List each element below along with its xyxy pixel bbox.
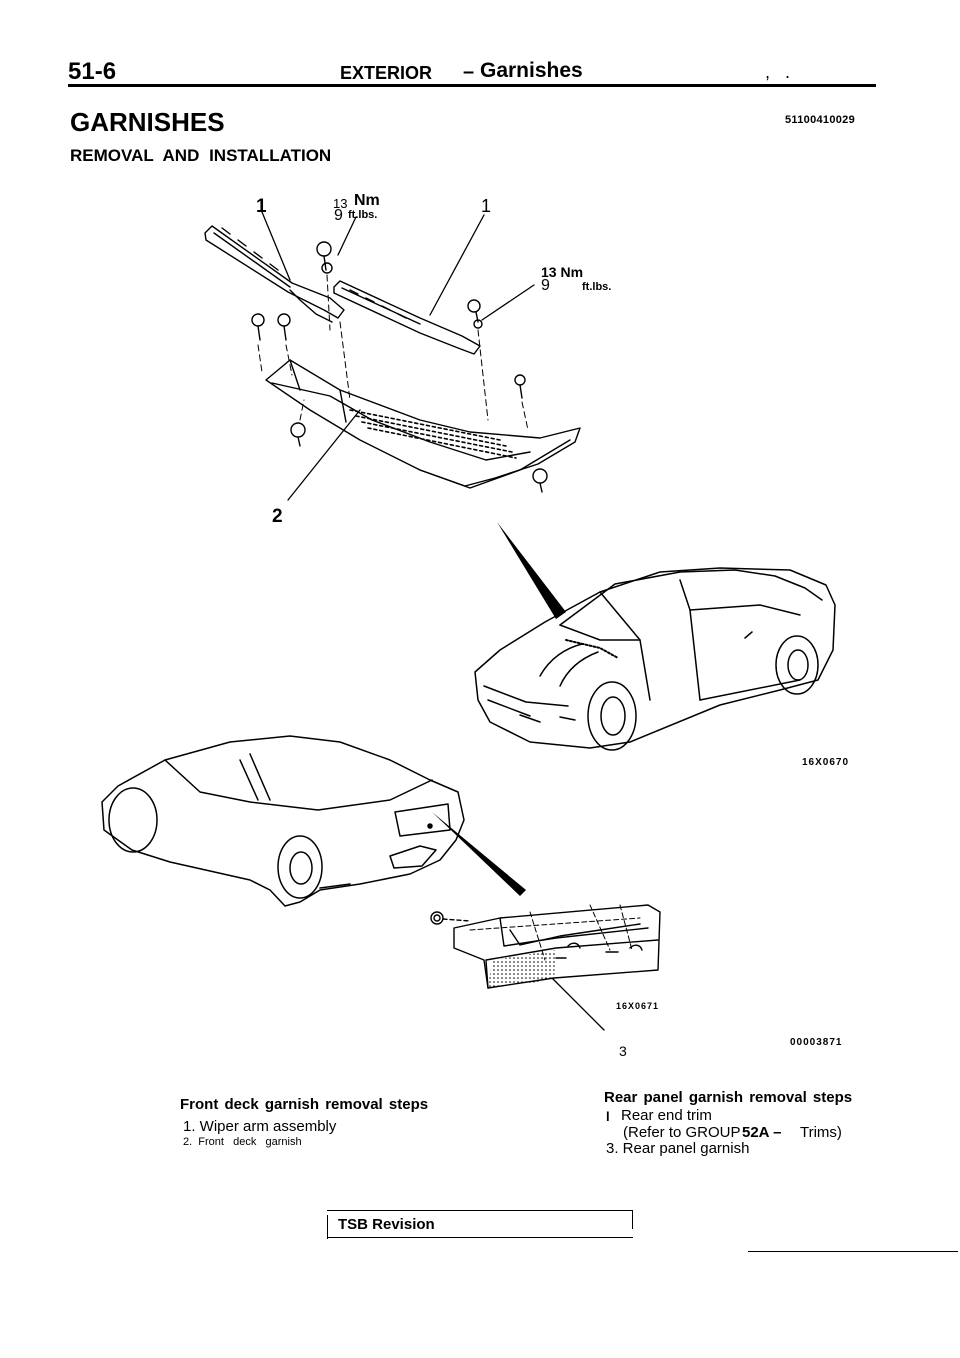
bolts-and-clips: [251, 241, 548, 493]
section-title: EXTERIOR: [340, 63, 433, 83]
front-arrow: [497, 522, 566, 619]
front-deck-garnish: [265, 359, 581, 489]
callout-1-right: 1: [481, 196, 492, 216]
wiper-arm-right: [333, 280, 481, 355]
torque-1-value: 13: [333, 196, 348, 211]
figure-code-overall: 00003871: [790, 1037, 843, 1048]
tsb-revision-label: TSB Revision: [338, 1216, 435, 1233]
page-subtitle: REMOVAL AND INSTALLATION: [70, 146, 332, 165]
installation-lines: [257, 274, 529, 431]
rear-panel-garnish: [430, 904, 661, 989]
rear-step-2: 3. Rear panel garnish: [606, 1140, 750, 1157]
front-car: [474, 567, 836, 751]
torque-1-unit: Nm: [354, 192, 380, 209]
callout-3: 3: [619, 1043, 627, 1059]
front-step-1: 1. Wiper arm assembly: [183, 1118, 337, 1135]
tsb-revision-box: TSB Revision: [327, 1210, 633, 1239]
wiper-arm-left: [204, 225, 345, 323]
front-step-2: 2. Front deck garnish: [183, 1136, 302, 1148]
tsb-left-bar: [327, 1215, 328, 1239]
torque-2-ft-unit: ft.lbs.: [582, 281, 612, 293]
page-title: GARNISHES: [70, 107, 225, 137]
rear-step-bullet: l: [606, 1109, 610, 1124]
torque-2-ft: 9: [541, 277, 550, 294]
rear-arrow: [432, 812, 526, 896]
figure-code-rear: 16X0671: [616, 1001, 660, 1011]
figure-code-front: 16X0670: [802, 757, 850, 768]
header-dash: –: [463, 61, 475, 83]
tsb-right-bar: [632, 1211, 633, 1229]
rear-step-1-ref-suffix: Trims): [800, 1124, 842, 1141]
rear-car: [101, 735, 465, 907]
torque-1-ft: 9: [334, 207, 343, 224]
callout-2: 2: [272, 506, 283, 527]
callout-1-left: 1: [256, 196, 267, 217]
front-steps-title: Front deck garnish removal steps: [180, 1096, 429, 1113]
rear-step-1: Rear end trim: [621, 1107, 712, 1124]
stray-marks: , .: [765, 62, 791, 82]
torque-1-ft-unit: ft.lbs.: [348, 209, 378, 221]
footer-rule: [748, 1251, 958, 1252]
rear-panel-texture: [488, 950, 556, 988]
rear-step-1-ref-prefix: (Refer to GROUP: [623, 1124, 741, 1141]
callout-leaders: [261, 211, 605, 1031]
subsection-title: Garnishes: [480, 59, 583, 82]
torque-2-value: 13 Nm: [541, 264, 584, 280]
page-number: 51-6: [68, 58, 117, 85]
header-rule: [68, 84, 876, 87]
document-code: 51100410029: [785, 114, 855, 126]
rear-steps-title: Rear panel garnish removal steps: [604, 1089, 853, 1106]
rear-step-1-ref-group: 52A –: [742, 1124, 782, 1141]
